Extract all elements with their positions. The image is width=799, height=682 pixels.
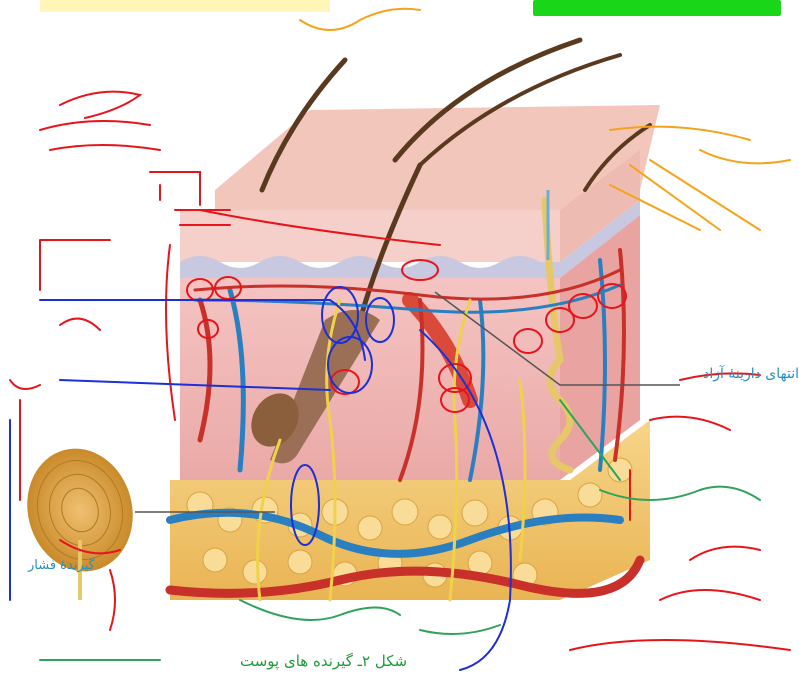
label-pressure-receptor: گیرندهٔ فشار: [28, 558, 95, 573]
label-free-nerve-endings: انتهای دارینهٔ آزاد: [703, 366, 799, 382]
figure-caption: شکل ۲ـ گیرنده های پوست: [240, 652, 407, 670]
